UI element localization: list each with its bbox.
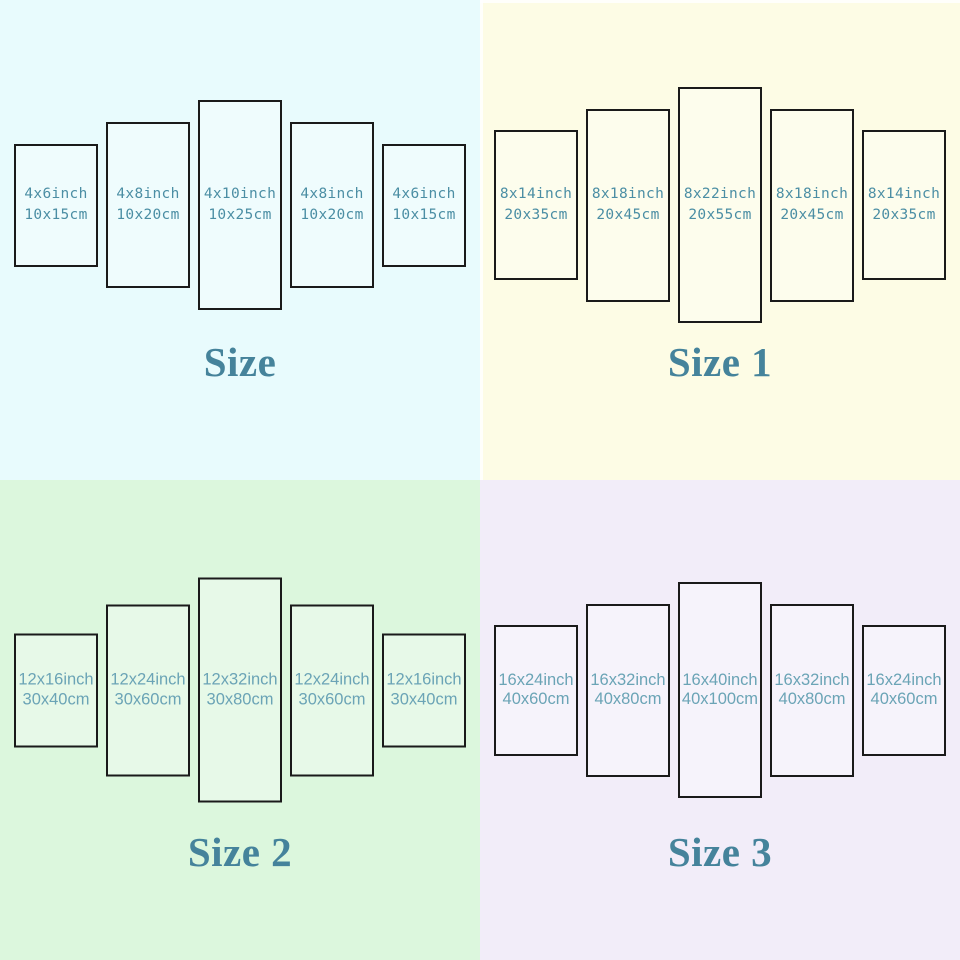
panel-size-cm: 20x45cm: [780, 207, 844, 223]
panel-group: 16x24inch 40x60cm 16x32inch 40x80cm 16x4…: [494, 582, 946, 798]
panel-size-cm: 40x80cm: [778, 690, 846, 708]
panel-size-cm: 20x35cm: [504, 207, 568, 223]
panel-size-inch: 8x18inch: [775, 186, 849, 202]
panel-group: 12x16inch 30x40cm 12x24inch 30x60cm 12x3…: [14, 577, 466, 803]
panel-size-cm: 30x40cm: [390, 690, 458, 708]
canvas-panel: 8x18inch 20x45cm: [770, 108, 854, 302]
canvas-panel: 16x24inch 40x60cm: [862, 624, 946, 756]
panel-size-inch: 4x6inch: [392, 186, 456, 202]
panel-size-inch: 12x32inch: [202, 670, 278, 689]
panel-size-cm: 10x25cm: [208, 207, 272, 223]
panel-size-inch: 8x18inch: [591, 186, 665, 202]
canvas-panel: 4x8inch 10x20cm: [106, 122, 190, 288]
canvas-panel: 8x18inch 20x45cm: [586, 108, 670, 302]
panel-size-cm: 40x60cm: [870, 690, 938, 708]
panel-size-cm: 30x40cm: [22, 690, 90, 708]
panel-size-cm: 30x60cm: [114, 690, 182, 708]
panel-size-inch: 8x22inch: [683, 186, 757, 202]
panel-size-cm: 10x20cm: [116, 207, 180, 223]
size-variant-title: Size 2: [187, 829, 293, 875]
panel-size-inch: 16x40inch: [682, 670, 758, 689]
panel-size-inch: 12x24inch: [110, 670, 186, 689]
panel-size-inch: 16x32inch: [774, 670, 850, 689]
panel-size-inch: 16x24inch: [498, 670, 574, 689]
canvas-panel: 12x24inch 30x60cm: [290, 604, 374, 776]
panel-size-cm: 30x80cm: [206, 690, 274, 708]
panel-size-cm: 40x80cm: [594, 690, 662, 708]
panel-size-cm: 20x55cm: [688, 207, 752, 223]
canvas-panel: 16x32inch 40x80cm: [586, 603, 670, 777]
size-variant-2: 12x16inch 30x40cm 12x24inch 30x60cm 12x3…: [0, 480, 480, 960]
size-variant-3: 16x24inch 40x60cm 16x32inch 40x80cm 16x4…: [480, 480, 960, 960]
size-variant-default: 4x6inch 10x15cm 4x8inch 10x20cm 4x10inch…: [0, 0, 480, 480]
canvas-panel: 12x24inch 30x60cm: [106, 604, 190, 776]
panel-size-inch: 8x14inch: [499, 186, 573, 202]
panel-size-cm: 10x15cm: [392, 207, 456, 223]
canvas-panel: 12x16inch 30x40cm: [14, 633, 98, 747]
size-variant-1: 8x14inch 20x35cm 8x18inch 20x45cm 8x22in…: [480, 0, 960, 480]
panel-group: 8x14inch 20x35cm 8x18inch 20x45cm 8x22in…: [494, 87, 946, 323]
canvas-panel: 8x14inch 20x35cm: [862, 130, 946, 280]
panel-size-inch: 4x8inch: [300, 186, 364, 202]
panel-size-inch: 12x24inch: [294, 670, 370, 689]
panel-size-cm: 20x35cm: [872, 207, 936, 223]
panel-size-cm: 10x20cm: [300, 207, 364, 223]
canvas-panel: 8x22inch 20x55cm: [678, 87, 762, 323]
panel-size-inch: 12x16inch: [18, 670, 94, 689]
panel-size-cm: 30x60cm: [298, 690, 366, 708]
canvas-panel: 4x10inch 10x25cm: [198, 100, 282, 310]
canvas-panel: 12x32inch 30x80cm: [198, 577, 282, 803]
canvas-panel: 16x40inch 40x100cm: [678, 582, 762, 798]
canvas-panel: 16x24inch 40x60cm: [494, 624, 578, 756]
size-variant-title: Size 3: [667, 829, 773, 875]
size-variant-title: Size: [203, 339, 277, 385]
panel-size-inch: 12x16inch: [386, 670, 462, 689]
panel-size-inch: 8x14inch: [867, 186, 941, 202]
panel-group: 4x6inch 10x15cm 4x8inch 10x20cm 4x10inch…: [14, 100, 466, 310]
panel-size-cm: 40x60cm: [502, 690, 570, 708]
panel-size-inch: 16x32inch: [590, 670, 666, 689]
panel-size-inch: 4x10inch: [203, 186, 277, 202]
panel-size-inch: 16x24inch: [866, 670, 942, 689]
size-variant-title: Size 1: [667, 339, 773, 385]
panel-size-inch: 4x6inch: [24, 186, 88, 202]
canvas-panel: 16x32inch 40x80cm: [770, 603, 854, 777]
canvas-panel: 4x8inch 10x20cm: [290, 122, 374, 288]
panel-size-inch: 4x8inch: [116, 186, 180, 202]
panel-size-cm: 10x15cm: [24, 207, 88, 223]
panel-size-cm: 20x45cm: [596, 207, 660, 223]
canvas-panel: 8x14inch 20x35cm: [494, 130, 578, 280]
canvas-panel: 12x16inch 30x40cm: [382, 633, 466, 747]
canvas-panel: 4x6inch 10x15cm: [382, 143, 466, 267]
panel-size-cm: 40x100cm: [681, 690, 759, 708]
canvas-panel: 4x6inch 10x15cm: [14, 143, 98, 267]
